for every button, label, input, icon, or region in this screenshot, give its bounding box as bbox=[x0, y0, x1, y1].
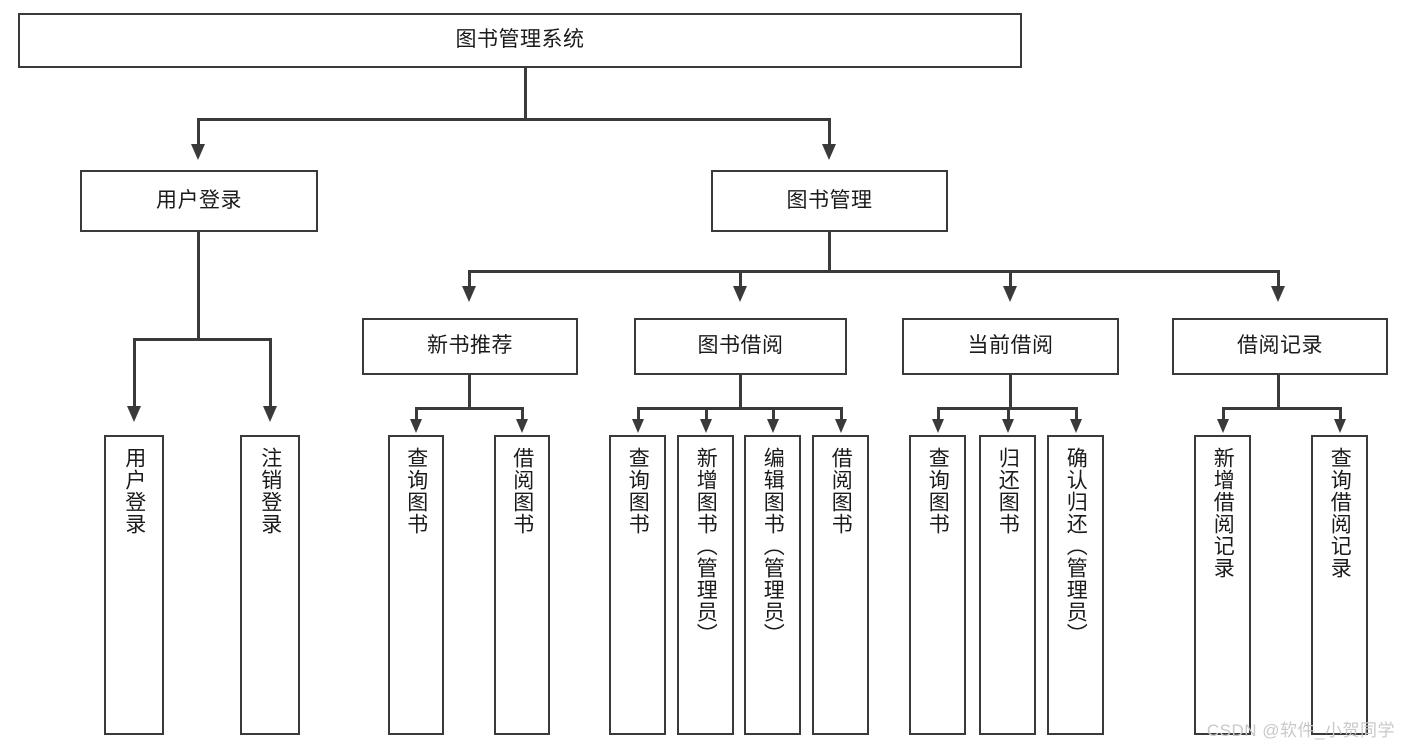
leaf-cb-return-book[interactable]: 归还图书 bbox=[979, 435, 1036, 735]
node-label: 注销登录 bbox=[258, 447, 282, 535]
edge-current-borrow-stem bbox=[1009, 375, 1012, 409]
arrowhead-bb-1 bbox=[632, 419, 644, 433]
node-label: 用户登录 bbox=[122, 447, 146, 535]
edge-user-login-stem bbox=[197, 232, 200, 340]
arrowhead-nb-2 bbox=[516, 419, 528, 433]
arrowhead-cb-3 bbox=[1070, 419, 1082, 433]
arrowhead-login-2 bbox=[263, 406, 277, 422]
leaf-user-login[interactable]: 用户登录 bbox=[104, 435, 164, 735]
edge-drop-br-1 bbox=[1222, 407, 1225, 421]
node-label: 查询借阅记录 bbox=[1328, 447, 1352, 579]
edge-drop-current-borrow bbox=[1009, 270, 1012, 288]
node-label: 用户登录 bbox=[156, 188, 242, 212]
edge-new-book-stem bbox=[468, 375, 471, 409]
node-label: 图书借阅 bbox=[697, 334, 784, 358]
edge-drop-book-borrow bbox=[739, 270, 742, 288]
arrowhead-br-2 bbox=[1334, 419, 1346, 433]
leaf-bb-add-book-admin[interactable]: 新增图书（管理员） bbox=[677, 435, 734, 735]
leaf-bb-edit-book-admin[interactable]: 编辑图书（管理员） bbox=[744, 435, 801, 735]
node-label: 编辑图书（管理员） bbox=[761, 447, 785, 645]
node-borrow-record[interactable]: 借阅记录 bbox=[1172, 318, 1388, 375]
node-label: 查询图书 bbox=[926, 447, 950, 535]
leaf-logout[interactable]: 注销登录 bbox=[240, 435, 300, 735]
edge-drop-bb-2 bbox=[705, 407, 708, 421]
arrowhead-borrow-record bbox=[1271, 286, 1285, 302]
edge-drop-user-login bbox=[197, 118, 200, 146]
edge-drop-nb-1 bbox=[415, 407, 418, 421]
edge-borrow-record-stem bbox=[1277, 375, 1280, 409]
arrowhead-book-manage bbox=[822, 144, 836, 160]
arrowhead-br-1 bbox=[1217, 419, 1229, 433]
edge-drop-nb-2 bbox=[521, 407, 524, 421]
node-label: 新增借阅记录 bbox=[1211, 447, 1235, 579]
node-root-library-system[interactable]: 图书管理系统 bbox=[18, 13, 1022, 68]
node-label: 确认归还（管理员） bbox=[1064, 447, 1088, 645]
edge-borrow-record-bus bbox=[1222, 407, 1341, 410]
edge-drop-cb-2 bbox=[1007, 407, 1010, 421]
edge-drop-bb-4 bbox=[840, 407, 843, 421]
edge-drop-cb-3 bbox=[1075, 407, 1078, 421]
arrowhead-cb-1 bbox=[932, 419, 944, 433]
edge-drop-br-2 bbox=[1339, 407, 1342, 421]
arrowhead-bb-3 bbox=[767, 419, 779, 433]
edge-drop-cb-1 bbox=[937, 407, 940, 421]
node-label: 图书管理 bbox=[786, 188, 873, 212]
edge-drop-borrow-record bbox=[1277, 270, 1280, 288]
node-label: 借阅记录 bbox=[1237, 334, 1323, 358]
node-label: 借阅图书 bbox=[510, 447, 534, 535]
leaf-bb-borrow-book[interactable]: 借阅图书 bbox=[812, 435, 869, 735]
edge-book-manage-bus bbox=[468, 270, 1280, 273]
edge-drop-book-manage bbox=[828, 118, 831, 146]
leaf-nb-query-book[interactable]: 查询图书 bbox=[388, 435, 444, 735]
leaf-cb-query-book[interactable]: 查询图书 bbox=[909, 435, 966, 735]
node-new-book-recommend[interactable]: 新书推荐 bbox=[362, 318, 578, 375]
node-label: 归还图书 bbox=[996, 447, 1020, 535]
node-label: 当前借阅 bbox=[967, 334, 1054, 358]
edge-book-borrow-stem bbox=[739, 375, 742, 409]
edge-drop-new-book bbox=[468, 270, 471, 288]
leaf-nb-borrow-book[interactable]: 借阅图书 bbox=[494, 435, 550, 735]
node-label: 查询图书 bbox=[404, 447, 428, 535]
arrowhead-cb-2 bbox=[1002, 419, 1014, 433]
leaf-br-add-record[interactable]: 新增借阅记录 bbox=[1194, 435, 1251, 735]
edge-drop-login-2 bbox=[269, 338, 272, 408]
arrowhead-login-1 bbox=[127, 406, 141, 422]
node-user-login[interactable]: 用户登录 bbox=[80, 170, 318, 232]
arrowhead-user-login bbox=[191, 144, 205, 160]
edge-book-manage-stem bbox=[828, 232, 831, 272]
arrowhead-bb-2 bbox=[700, 419, 712, 433]
arrowhead-current-borrow bbox=[1003, 286, 1017, 302]
arrowhead-new-book bbox=[462, 286, 476, 302]
arrowhead-book-borrow bbox=[733, 286, 747, 302]
node-book-management[interactable]: 图书管理 bbox=[711, 170, 948, 232]
edge-drop-bb-1 bbox=[637, 407, 640, 421]
leaf-bb-query-book[interactable]: 查询图书 bbox=[609, 435, 666, 735]
edge-root-stem bbox=[524, 68, 527, 119]
edge-drop-login-1 bbox=[133, 338, 136, 408]
edge-drop-bb-3 bbox=[772, 407, 775, 421]
leaf-br-query-record[interactable]: 查询借阅记录 bbox=[1311, 435, 1368, 735]
leaf-cb-confirm-return-admin[interactable]: 确认归还（管理员） bbox=[1047, 435, 1104, 735]
edge-book-borrow-bus bbox=[637, 407, 842, 410]
node-label: 新书推荐 bbox=[427, 334, 513, 358]
edge-user-login-bus bbox=[133, 338, 271, 341]
node-label: 图书管理系统 bbox=[455, 28, 585, 52]
node-label: 借阅图书 bbox=[829, 447, 853, 535]
node-book-borrow[interactable]: 图书借阅 bbox=[634, 318, 847, 375]
edge-new-book-bus bbox=[415, 407, 523, 410]
arrowhead-bb-4 bbox=[835, 419, 847, 433]
node-label: 新增图书（管理员） bbox=[694, 447, 718, 645]
node-current-borrow[interactable]: 当前借阅 bbox=[902, 318, 1119, 375]
node-label: 查询图书 bbox=[626, 447, 650, 535]
edge-root-bus bbox=[197, 118, 830, 121]
arrowhead-nb-1 bbox=[410, 419, 422, 433]
